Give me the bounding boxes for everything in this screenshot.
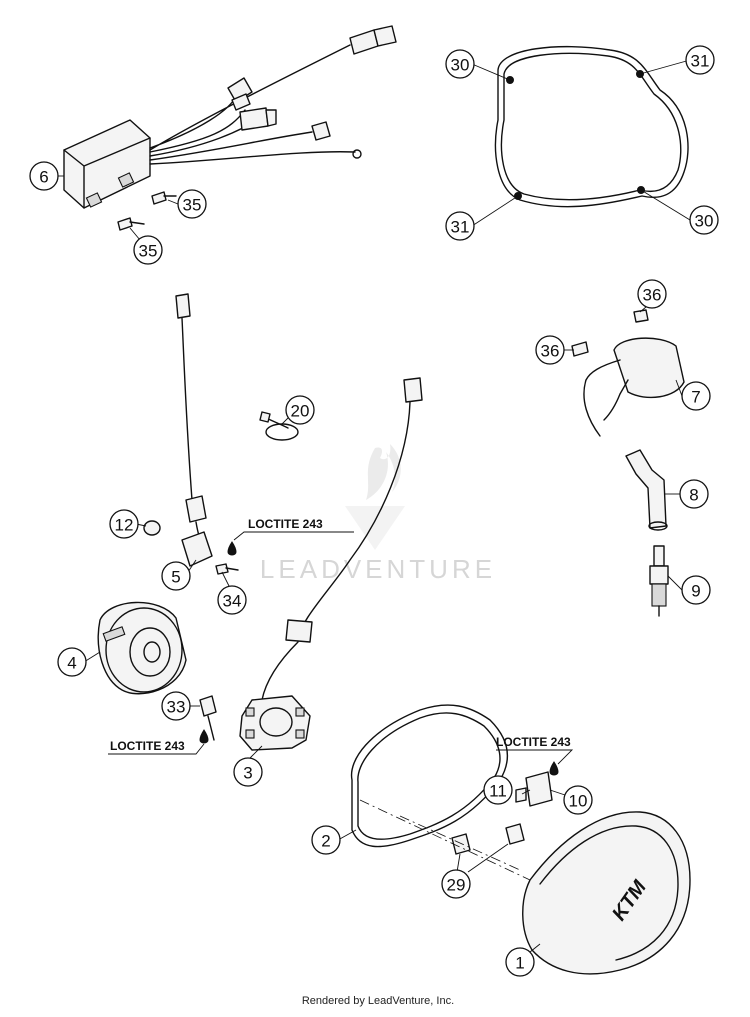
callout-36-a: 36 bbox=[637, 279, 667, 309]
callout-31-b: 31 bbox=[445, 211, 475, 241]
loctite-text-right: LOCTITE 243 bbox=[496, 735, 571, 749]
svg-text:2: 2 bbox=[321, 832, 330, 851]
svg-text:9: 9 bbox=[691, 582, 700, 601]
callout-30-a: 30 bbox=[445, 49, 475, 79]
loctite-label-mid: LOCTITE 243 bbox=[108, 729, 209, 755]
callout-34: 34 bbox=[217, 585, 247, 615]
loctite-text-top: LOCTITE 243 bbox=[248, 517, 323, 531]
callout-10: 10 bbox=[563, 785, 593, 815]
leadventure-watermark: LEADVENTURE bbox=[260, 444, 496, 584]
callout-36-b: 36 bbox=[535, 335, 565, 365]
ground-terminal bbox=[352, 149, 362, 159]
clip-10 bbox=[525, 771, 553, 807]
callout-35-a: 35 bbox=[177, 189, 207, 219]
screw-33 bbox=[199, 695, 217, 717]
svg-text:33: 33 bbox=[167, 698, 186, 717]
callout-20: 20 bbox=[285, 395, 315, 425]
screw-36-b bbox=[633, 309, 649, 323]
callout-30-b: 30 bbox=[689, 205, 719, 235]
grommet-12 bbox=[143, 520, 161, 536]
watermark-v-icon bbox=[345, 506, 405, 550]
svg-text:36: 36 bbox=[541, 342, 560, 361]
footer-text: Rendered by LeadVenture, Inc. bbox=[302, 995, 454, 1007]
svg-text:5: 5 bbox=[171, 568, 180, 587]
flywheel-4 bbox=[97, 601, 187, 695]
loctite-label-top: LOCTITE 243 bbox=[227, 517, 354, 556]
spark-plug-connector-8 bbox=[625, 449, 668, 531]
svg-text:31: 31 bbox=[691, 52, 710, 71]
ignition-cover-1: KTM bbox=[522, 811, 691, 975]
ignition-cover-gasket-2 bbox=[350, 704, 509, 848]
cable-tie-20 bbox=[259, 411, 299, 441]
watermark-flame-icon bbox=[366, 444, 401, 500]
svg-text:10: 10 bbox=[569, 792, 588, 811]
callout-2: 2 bbox=[311, 825, 341, 855]
callout-29: 29 bbox=[441, 869, 471, 899]
svg-text:30: 30 bbox=[451, 56, 470, 75]
svg-text:36: 36 bbox=[643, 286, 662, 305]
harness-connector-a bbox=[349, 29, 379, 55]
svg-text:20: 20 bbox=[291, 402, 310, 421]
callout-3: 3 bbox=[233, 757, 263, 787]
footer: Rendered by LeadVenture, Inc. bbox=[302, 995, 454, 1007]
svg-text:31: 31 bbox=[451, 218, 470, 237]
harness-connector-c bbox=[239, 107, 269, 131]
svg-text:29: 29 bbox=[447, 876, 466, 895]
harness-connector-d bbox=[311, 121, 331, 141]
svg-text:34: 34 bbox=[223, 592, 242, 611]
svg-text:11: 11 bbox=[489, 782, 507, 801]
callout-31-a: 31 bbox=[685, 45, 715, 75]
ignition-coil-7 bbox=[571, 309, 685, 437]
callout-9: 9 bbox=[681, 575, 711, 605]
watermark-text: LEADVENTURE bbox=[260, 554, 496, 584]
svg-text:35: 35 bbox=[183, 196, 202, 215]
svg-text:30: 30 bbox=[695, 212, 714, 231]
callout-7: 7 bbox=[681, 381, 711, 411]
svg-text:1: 1 bbox=[515, 954, 524, 973]
callout-33: 33 bbox=[161, 691, 191, 721]
callout-1: 1 bbox=[505, 947, 535, 977]
callout-4: 4 bbox=[57, 647, 87, 677]
svg-text:4: 4 bbox=[67, 654, 76, 673]
svg-text:7: 7 bbox=[691, 388, 700, 407]
bushing-29-a bbox=[451, 833, 471, 855]
svg-text:3: 3 bbox=[243, 764, 252, 783]
stator-3 bbox=[239, 695, 311, 751]
harness-connector-b bbox=[227, 77, 253, 103]
stator-cable bbox=[261, 377, 423, 701]
pulse-generator bbox=[143, 293, 239, 575]
cdi-box bbox=[63, 119, 151, 209]
screw-11 bbox=[515, 787, 527, 803]
cdi-unit-harness bbox=[63, 25, 397, 209]
svg-text:12: 12 bbox=[115, 516, 134, 535]
ignition-cover-gasket-top bbox=[494, 45, 689, 208]
svg-text:6: 6 bbox=[39, 168, 48, 187]
callout-11: 11 bbox=[483, 775, 513, 805]
svg-text:35: 35 bbox=[139, 242, 158, 261]
spark-plug-9 bbox=[649, 545, 669, 617]
callout-5: 5 bbox=[161, 561, 191, 591]
screws-35 bbox=[117, 191, 177, 231]
callout-12: 12 bbox=[109, 509, 139, 539]
bushing-29-b bbox=[505, 823, 525, 845]
svg-text:8: 8 bbox=[689, 486, 698, 505]
screw-34 bbox=[215, 563, 229, 575]
callout-6: 6 bbox=[29, 161, 59, 191]
loctite-label-right: LOCTITE 243 bbox=[496, 735, 574, 776]
callout-35-b: 35 bbox=[133, 235, 163, 265]
loctite-text-mid: LOCTITE 243 bbox=[110, 739, 185, 753]
callout-8: 8 bbox=[679, 479, 709, 509]
screw-36-a bbox=[571, 341, 589, 357]
